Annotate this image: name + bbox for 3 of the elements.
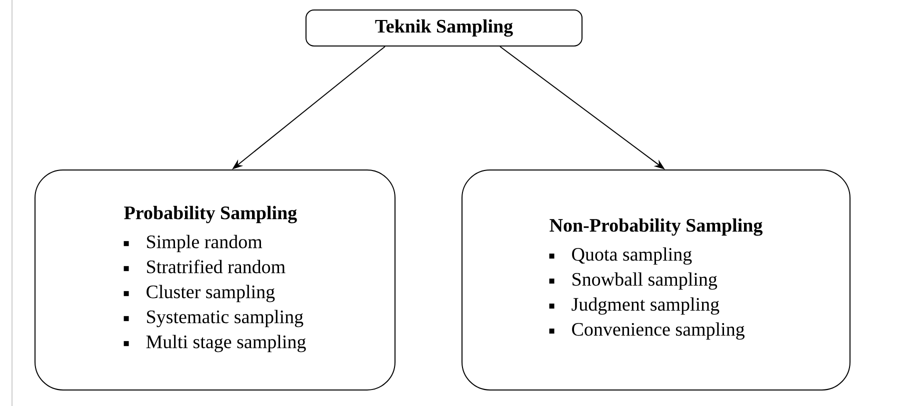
category-box: Probability Sampling Simple random Stratrified random Cluster sampling Systematic sampling Multi stage sampling: [34, 170, 396, 390]
category-box: Non-Probability Sampling Quota sampling Snowball sampling Judgment sampling Convenience sampling: [462, 170, 850, 390]
title-box: Teknik Sampling: [306, 10, 582, 46]
